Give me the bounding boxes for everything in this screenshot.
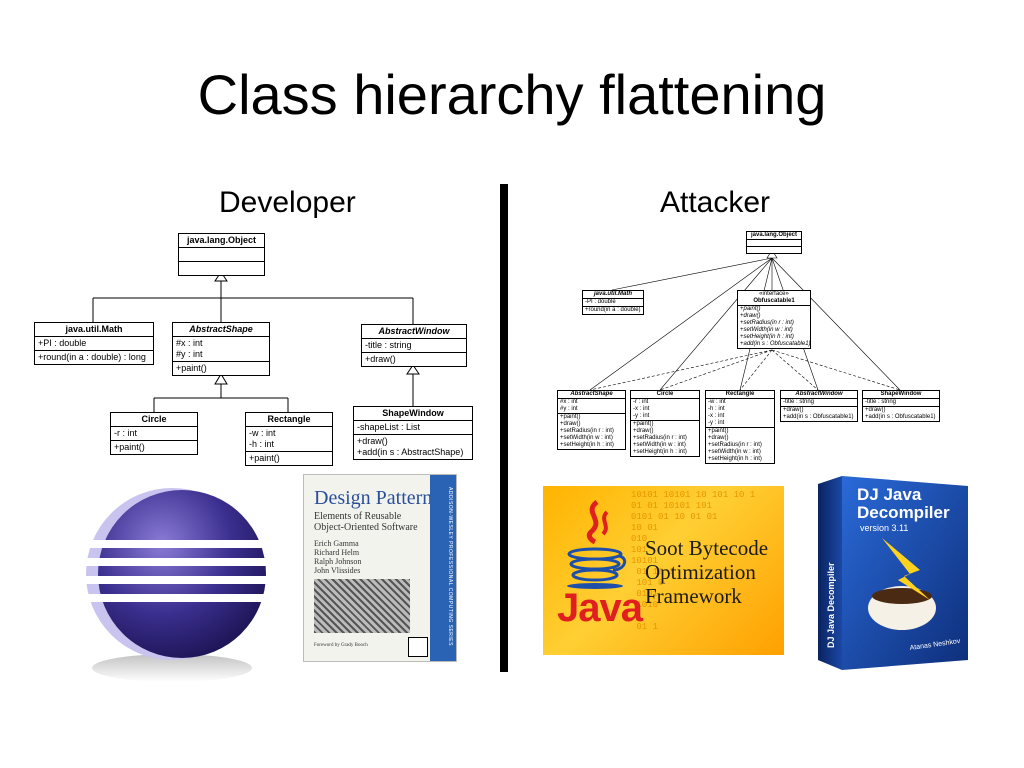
operation: +draw() [560,421,623,428]
operation: +setRadius(in r : int) [633,435,697,442]
uml-math-class-obf: java.util.Math -PI : double +round(in a … [582,290,644,315]
book-subtitle: Elements of Reusable Object-Oriented Sof… [314,511,418,533]
book-barcode-icon [408,637,428,657]
uml-shapewindow-class-obf: ShapeWindow -title : string +draw() +add… [862,390,940,422]
attribute: -x : int [708,413,772,420]
book-subtitle-line: Object-Oriented Software [314,522,418,533]
operation: +setHeight(in h : int) [708,456,772,463]
book-author: John Vlissides [314,566,361,575]
operation: +setWidth(in w : int) [708,449,772,456]
uml-interface-obfuscatable1: «interface» Obfuscatable1 +paint() +draw… [737,290,811,349]
class-name: Rectangle [706,391,774,399]
eclipse-logo-icon [72,478,272,688]
uml-circle-class-obf: Circle -r : int -x : int -y : int +paint… [630,390,700,457]
book-authors: Erich Gamma Richard Helm Ralph Johnson J… [314,539,361,575]
operation: +draw() [708,435,772,442]
book-title: Design Patterns [314,487,440,510]
class-name: Circle [631,391,699,399]
operation: +round(in a : double) [585,307,641,314]
operation: +add(in s : Obfuscatable1) [783,414,855,421]
class-name: AbstractWindow [781,391,857,399]
dj-decompiler-box: DJ Java Decompiler version 3.11 DJ Java … [812,470,972,675]
soot-framework-banner: 10101 10101 10 101 10 1 01 01 10101 101 … [543,486,784,655]
design-patterns-book-cover: Design Patterns Elements of Reusable Obj… [303,474,457,662]
dj-version: version 3.11 [860,523,908,533]
attribute: -y : int [708,420,772,427]
uml-abstractwindow-class-obf: AbstractWindow -title : string +draw() +… [780,390,858,422]
operation: +setWidth(in w : int) [560,435,623,442]
book-spine: ADDISON-WESLEY PROFESSIONAL COMPUTING SE… [430,475,456,661]
book-cover-art [314,579,410,633]
book-spine-text: ADDISON-WESLEY PROFESSIONAL COMPUTING SE… [447,487,453,646]
java-cup-icon [561,498,629,590]
book-foreword: Foreword by Grady Booch [314,643,368,648]
operation: +draw() [740,313,808,320]
operation: +add(in s : Obfuscatable1) [865,414,937,421]
uml-rectangle-class-obf: Rectangle -w : int -h : int -x : int -y … [705,390,775,464]
operation: +setHeight(in h : int) [633,449,697,456]
stereotype: «interface» [738,291,810,298]
soot-title-line: Optimization [645,560,768,584]
attribute: #y : int [560,406,623,413]
operation: +draw() [633,428,697,435]
java-logo-text: Java [557,586,642,631]
uml-object-class-obf: java.lang.Object [746,231,802,254]
dj-title-line1: DJ Java [857,485,922,504]
operation: +draw() [783,407,855,414]
operation: +paint() [708,428,772,435]
operation: +draw() [865,407,937,414]
book-author: Ralph Johnson [314,557,361,566]
attribute: -title : string [865,399,937,406]
attribute: -r : int [633,399,697,406]
soot-title: Soot Bytecode Optimization Framework [645,536,768,608]
class-name: java.util.Math [583,291,643,299]
operation: +setWidth(in w : int) [633,442,697,449]
book-subtitle-line: Elements of Reusable [314,511,418,522]
operation: +setHeight(in h : int) [560,442,623,449]
soot-title-line: Framework [645,584,768,608]
operation: +setRadius(in r : int) [740,320,808,327]
uml-abstractshape-class-obf: AbstractShape #x : int #y : int +paint()… [557,390,626,450]
class-name: AbstractShape [558,391,625,399]
attribute: -h : int [708,406,772,413]
attribute: -x : int [633,406,697,413]
operation: +paint() [633,421,697,428]
book-author: Richard Helm [314,548,361,557]
soot-title-line: Soot Bytecode [645,536,768,560]
dj-title-line2: Decompiler [857,503,950,522]
class-name: java.lang.Object [747,232,801,240]
attribute: -title : string [783,399,855,406]
operation: +setRadius(in r : int) [708,442,772,449]
class-name: Obfuscatable1 [738,298,810,306]
attribute: -w : int [708,399,772,406]
operation: +setRadius(in r : int) [560,428,623,435]
attribute: #x : int [560,399,623,406]
operation: +setWidth(in w : int) [740,327,808,334]
operation: +setHeight(in h : int) [740,334,808,341]
class-name: ShapeWindow [863,391,939,399]
attribute: -PI : double [585,299,641,306]
book-author: Erich Gamma [314,539,361,548]
operation: +paint() [740,306,808,313]
dj-spine-text: DJ Java Decompiler [826,562,836,648]
operation: +add(in s : Obfuscatable1) [740,341,808,348]
operation: +paint() [560,414,623,421]
attribute: -y : int [633,413,697,420]
